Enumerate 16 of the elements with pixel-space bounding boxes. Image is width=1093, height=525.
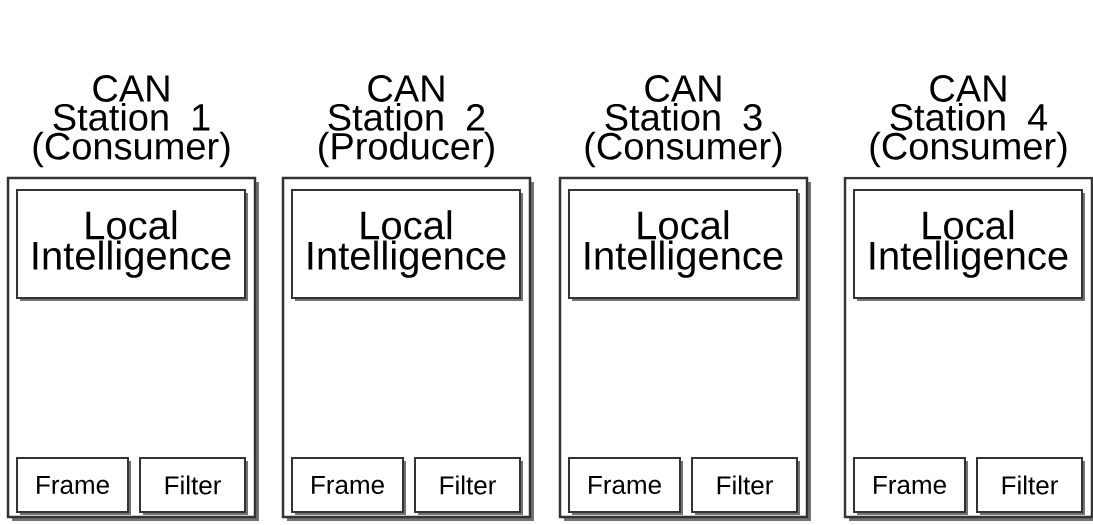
intelligence-box: Local Intelligence (16, 189, 248, 301)
filter-box: Filter (139, 457, 248, 515)
intelligence-box: Local Intelligence (853, 189, 1085, 301)
filter-box: Filter (976, 457, 1085, 515)
node-label: CAN Station 1 (Consumer) (33, 74, 230, 168)
intelligence-box: Local Intelligence (291, 189, 523, 301)
filter-box: Filter (414, 457, 523, 515)
frame-box: Frame (568, 457, 683, 515)
intelligence-box: Local Intelligence (568, 189, 800, 301)
node-label: CAN Station 2 (Producer) (319, 74, 494, 168)
filter-box: Filter (691, 457, 800, 515)
frame-box: Frame (853, 457, 968, 515)
frame-box: Frame (16, 457, 131, 515)
frame-box: Frame (291, 457, 406, 515)
node-label: CAN Station 4 (Consumer) (870, 74, 1067, 168)
node-label: CAN Station 3 (Consumer) (585, 74, 782, 168)
